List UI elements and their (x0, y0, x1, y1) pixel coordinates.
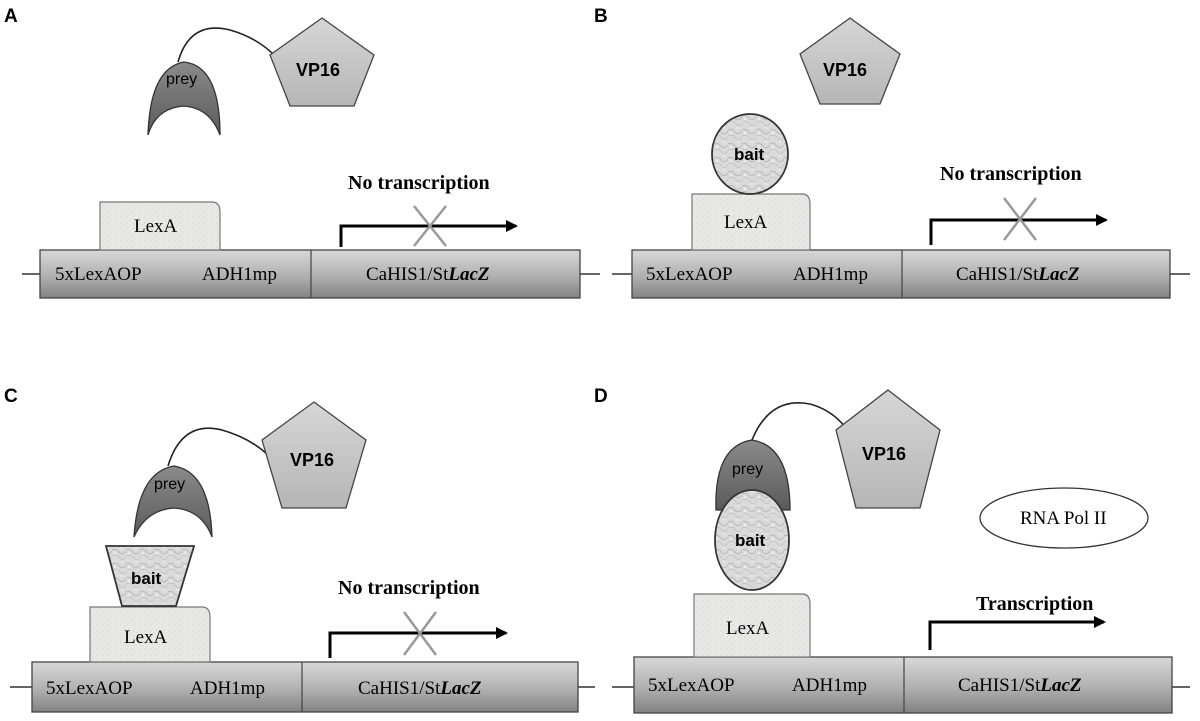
reporter-label: CaHIS1/StLacZ (956, 264, 1080, 285)
construct-box (633, 656, 1173, 714)
panel-c: C 5xLexAOP ADH1mp CaHIS1/StLacZ LexA bai… (4, 386, 595, 713)
lexa-label: LexA (724, 212, 768, 233)
reporter-label: CaHIS1/StLacZ (366, 264, 490, 285)
rna-polymerase-ii (979, 487, 1149, 549)
construct-box (631, 249, 1171, 299)
transcription-status: No transcription (338, 577, 480, 599)
bait-protein (711, 113, 789, 195)
reporter-label: CaHIS1/StLacZ (958, 675, 1082, 696)
construct-box (31, 661, 579, 713)
bait-label: bait (734, 145, 765, 164)
vp16-activator (261, 401, 367, 509)
polymerase-label: RNA Pol II (1020, 508, 1107, 529)
panel-a: A 5xLexAOP ADH1mp CaHIS1/StLacZ LexA pre… (4, 6, 600, 299)
lexa-domain (89, 606, 211, 663)
bait-label: bait (131, 569, 162, 588)
vp16-label: VP16 (296, 60, 340, 80)
reporter-label: CaHIS1/StLacZ (358, 678, 482, 699)
prey-label: prey (732, 461, 763, 478)
lexa-label: LexA (124, 627, 168, 648)
promoter-label: 5xLexAOP (55, 264, 142, 285)
panel-d: D 5xLexAOP ADH1mp CaHIS1/StLacZ LexA pre… (594, 386, 1190, 714)
prey-protein (133, 465, 213, 538)
prey-protein (147, 61, 221, 136)
lexa-domain (691, 193, 811, 251)
promoter-label: 5xLexAOP (646, 264, 733, 285)
bait-protein (104, 545, 196, 607)
bait-protein (714, 489, 790, 591)
blocked-cross-icon (413, 205, 447, 247)
blocked-cross-icon (402, 611, 438, 656)
lexa-label: LexA (726, 618, 770, 639)
transcription-arrow (339, 224, 516, 247)
vp16-activator (799, 17, 901, 105)
panel-letter: C (4, 386, 18, 407)
vp16-activator (269, 17, 375, 107)
minimal-promoter-label: ADH1mp (202, 264, 277, 285)
lexa-domain (693, 593, 811, 658)
vp16-label: VP16 (862, 444, 906, 464)
promoter-label: 5xLexAOP (648, 675, 735, 696)
prey-vp16-linker (177, 27, 277, 63)
transcription-status: No transcription (940, 163, 1082, 185)
arrow-head (506, 220, 518, 232)
lexa-label: LexA (134, 216, 178, 237)
construct-box (39, 249, 581, 299)
bait-label: bait (735, 531, 766, 550)
panel-letter: B (594, 6, 608, 27)
transcription-arrow (928, 620, 1104, 650)
prey-label: prey (166, 71, 197, 88)
vp16-label: VP16 (290, 450, 334, 470)
transcription-arrow (929, 218, 1106, 245)
prey-label: prey (154, 476, 185, 493)
minimal-promoter-label: ADH1mp (793, 264, 868, 285)
minimal-promoter-label: ADH1mp (792, 675, 867, 696)
lexa-domain (99, 201, 221, 251)
promoter-label: 5xLexAOP (46, 678, 133, 699)
panel-letter: A (4, 6, 18, 27)
prey-vp16-linker (751, 402, 847, 441)
minimal-promoter-label: ADH1mp (190, 678, 265, 699)
panel-b: B 5xLexAOP ADH1mp CaHIS1/StLacZ LexA bai… (594, 6, 1190, 299)
vp16-activator (835, 389, 941, 509)
vp16-label: VP16 (823, 60, 867, 80)
arrow-head (1096, 214, 1108, 226)
arrow-head (1094, 616, 1106, 628)
transcription-arrow (328, 631, 506, 658)
transcription-status: No transcription (348, 172, 490, 194)
prey-vp16-linker (167, 427, 269, 467)
arrow-head (496, 627, 508, 639)
panel-letter: D (594, 386, 608, 407)
transcription-status: Transcription (976, 593, 1093, 615)
blocked-cross-icon (1003, 197, 1037, 241)
